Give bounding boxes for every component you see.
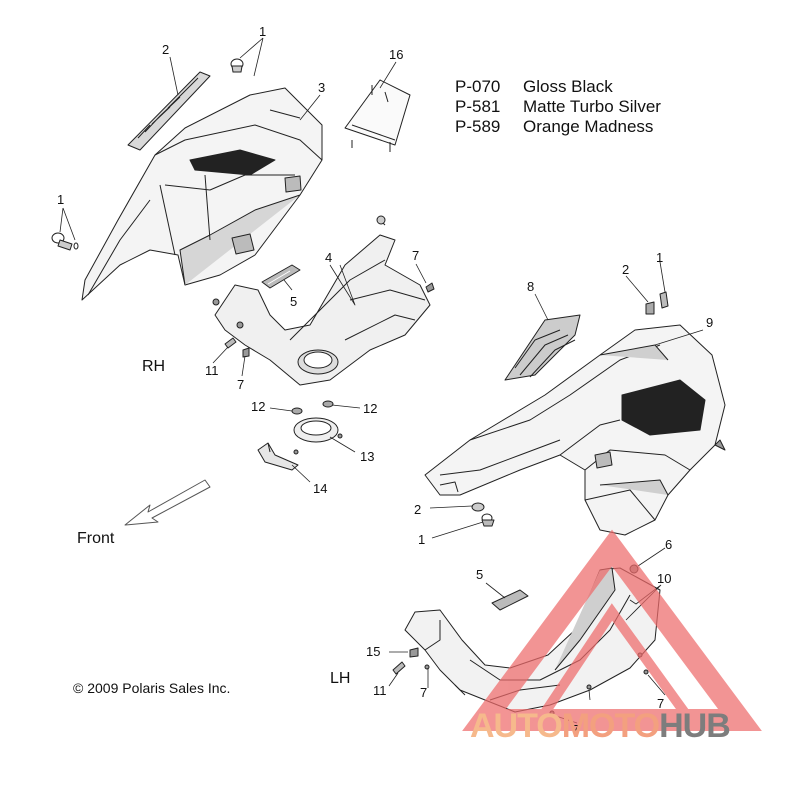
bracket-rh xyxy=(257,442,299,471)
screws-rh xyxy=(212,282,435,358)
legend-row: P-589 Orange Madness xyxy=(455,117,661,137)
callout-5: 5 xyxy=(290,294,298,309)
callout-11: 11 xyxy=(373,683,387,698)
leader-lines xyxy=(59,37,704,724)
lower-panel-rh xyxy=(214,215,431,386)
callout-1: 1 xyxy=(418,532,426,547)
view-label-lh: LH xyxy=(330,670,351,687)
callout-13: 13 xyxy=(360,449,375,464)
push-rivet-top xyxy=(230,58,244,73)
watermark-part: AUTO xyxy=(470,707,563,745)
callout-16: 16 xyxy=(389,47,404,62)
callout-7: 7 xyxy=(657,696,665,711)
callout-1: 1 xyxy=(656,250,664,265)
legend-name: Matte Turbo Silver xyxy=(523,97,661,116)
paint-legend: P-070 Gloss Black P-581 Matte Turbo Silver… xyxy=(455,77,661,137)
watermark-triangle-icon xyxy=(462,529,762,731)
push-rivet-left xyxy=(51,232,79,251)
callout-10: 10 xyxy=(657,571,672,586)
front-label: Front xyxy=(77,530,115,547)
callout-1: 1 xyxy=(259,24,267,39)
watermark-logo: AUTOMOTOHUB xyxy=(470,707,731,746)
callout-6: 6 xyxy=(665,537,673,552)
latch-lh xyxy=(491,589,529,611)
callout-12: 12 xyxy=(251,399,266,414)
callout-7: 7 xyxy=(237,377,245,392)
callout-4: 4 xyxy=(325,250,333,265)
callout-9: 9 xyxy=(706,315,714,330)
side-panel-lh xyxy=(424,324,726,536)
legend-name: Gloss Black xyxy=(523,77,613,96)
callout-5: 5 xyxy=(476,567,484,582)
callout-14: 14 xyxy=(313,481,328,496)
callout-7: 7 xyxy=(572,722,580,737)
legend-code: P-589 xyxy=(455,117,501,136)
watermark-part: MOTO xyxy=(561,707,660,745)
lower-panel-lh xyxy=(404,567,661,713)
callout-15: 15 xyxy=(366,644,381,659)
callout-2: 2 xyxy=(622,262,630,277)
callout-7: 7 xyxy=(412,248,420,263)
vent-grille-top xyxy=(127,71,211,151)
front-arrow-icon xyxy=(124,479,211,526)
watermark-part: HUB xyxy=(659,707,731,745)
copyright: © 2009 Polaris Sales Inc. xyxy=(73,680,231,696)
callout-11: 11 xyxy=(205,363,219,378)
hardware-lh-top xyxy=(471,291,669,527)
side-panel-rh xyxy=(81,87,323,301)
callout-2: 2 xyxy=(162,42,170,57)
callout-12: 12 xyxy=(363,401,378,416)
legend-row: P-070 Gloss Black xyxy=(455,77,661,97)
callout-2: 2 xyxy=(414,502,422,517)
legend-name: Orange Madness xyxy=(523,117,654,136)
latch-rh xyxy=(261,264,301,289)
legend-code: P-070 xyxy=(455,77,501,96)
callout-1: 1 xyxy=(57,192,65,207)
bezel-ring xyxy=(293,417,343,443)
legend-code: P-581 xyxy=(455,97,501,116)
decal-rh xyxy=(344,79,411,152)
callout-7: 7 xyxy=(420,685,428,700)
callout-3: 3 xyxy=(318,80,326,95)
grommets-rh xyxy=(291,400,334,415)
view-label-rh: RH xyxy=(142,358,166,375)
callout-8: 8 xyxy=(527,279,535,294)
legend-row: P-581 Matte Turbo Silver xyxy=(455,97,661,117)
vent-grille-side xyxy=(504,314,581,381)
